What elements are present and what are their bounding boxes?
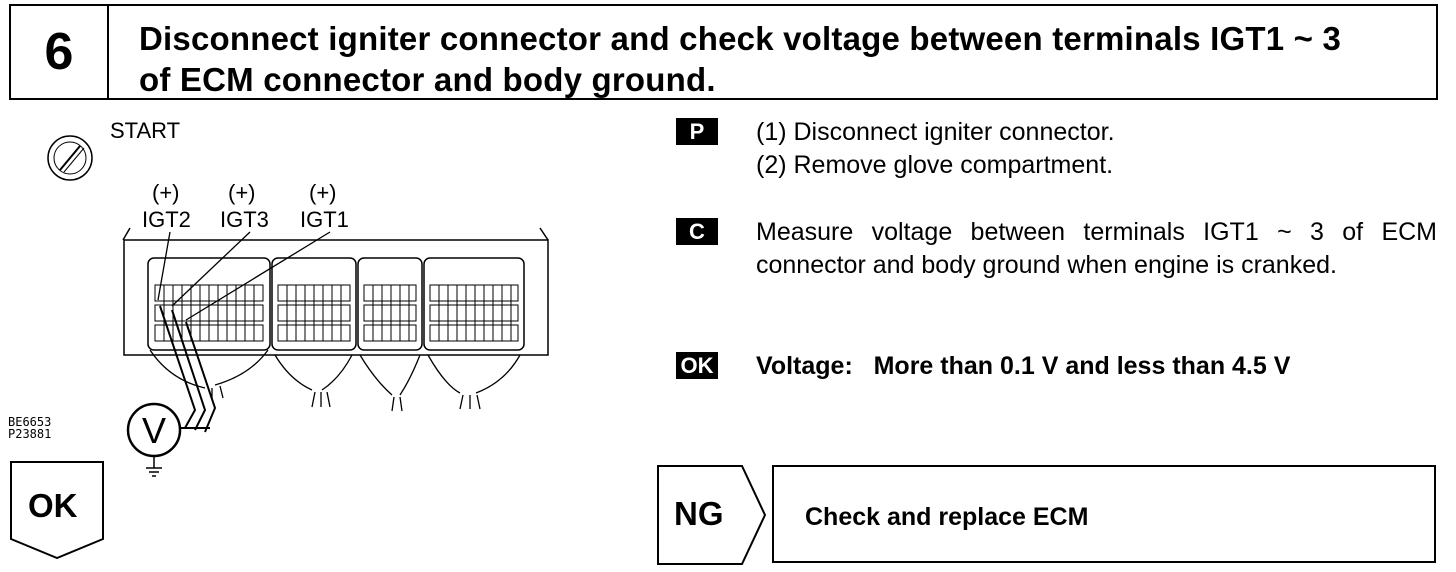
ng-label: NG: [674, 495, 724, 532]
step-number: 6: [11, 6, 109, 98]
igt3-label: IGT3: [220, 207, 269, 232]
ecm-connector-icon: [122, 227, 549, 412]
start-label: START: [110, 118, 181, 143]
ground-icon: [146, 467, 162, 477]
igt3-polarity: (+): [228, 180, 256, 205]
ng-result-box: NG: [657, 465, 767, 565]
preparation-step: (1) Disconnect igniter connector.: [756, 118, 1115, 146]
spec-value: More than 0.1 V and less than 4.5 V: [873, 352, 1291, 380]
ok-result-box: OK: [10, 461, 104, 560]
ignition-switch-icon: [47, 135, 93, 181]
spec-line: Voltage: More than 0.1 V and less than 4…: [756, 350, 1290, 383]
probe-wires: [159, 305, 217, 433]
check-text: Measure voltage between terminals IGT1 ~…: [756, 218, 1437, 279]
step-header: 6 Disconnect igniter connector and check…: [9, 4, 1438, 100]
preparation-section: P (1) Disconnect igniter connector. (2) …: [676, 116, 1446, 186]
step-title-line-2: of ECM connector and body ground.: [139, 61, 716, 98]
check-tag: C: [676, 218, 718, 245]
terminal-leader-lines: [157, 231, 331, 321]
figure-code: P23881: [8, 427, 52, 441]
step-title-line-1: Disconnect igniter connector and check v…: [139, 20, 1342, 57]
igt2-label: IGT2: [142, 207, 191, 232]
igt2-polarity: (+): [152, 180, 180, 205]
ecm-connector-diagram: V START (+) (+) (+) IGT2 IGT3 IGT1: [0, 110, 600, 480]
preparation-step: (2) Remove glove compartment.: [756, 151, 1114, 179]
voltmeter-icon: V: [126, 402, 182, 468]
spec-section: OK Voltage: More than 0.1 V and less tha…: [676, 350, 1446, 390]
ng-action-box: Check and replace ECM: [772, 465, 1436, 563]
igt1-label: IGT1: [300, 207, 349, 232]
igt1-polarity: (+): [309, 180, 337, 205]
ok-label: OK: [28, 487, 78, 524]
figure-codes: BE6653 P23881: [8, 416, 51, 440]
figure-code: BE6653: [8, 415, 52, 429]
ecm-connector-illustration: V: [47, 135, 549, 477]
preparation-tag: P: [676, 118, 718, 145]
spec-label: Voltage:: [756, 352, 853, 380]
spec-tag: OK: [676, 352, 718, 379]
check-section: C Measure voltage between terminals IGT1…: [676, 216, 1446, 316]
step-title: Disconnect igniter connector and check v…: [109, 6, 1341, 98]
svg-text:V: V: [142, 410, 166, 451]
